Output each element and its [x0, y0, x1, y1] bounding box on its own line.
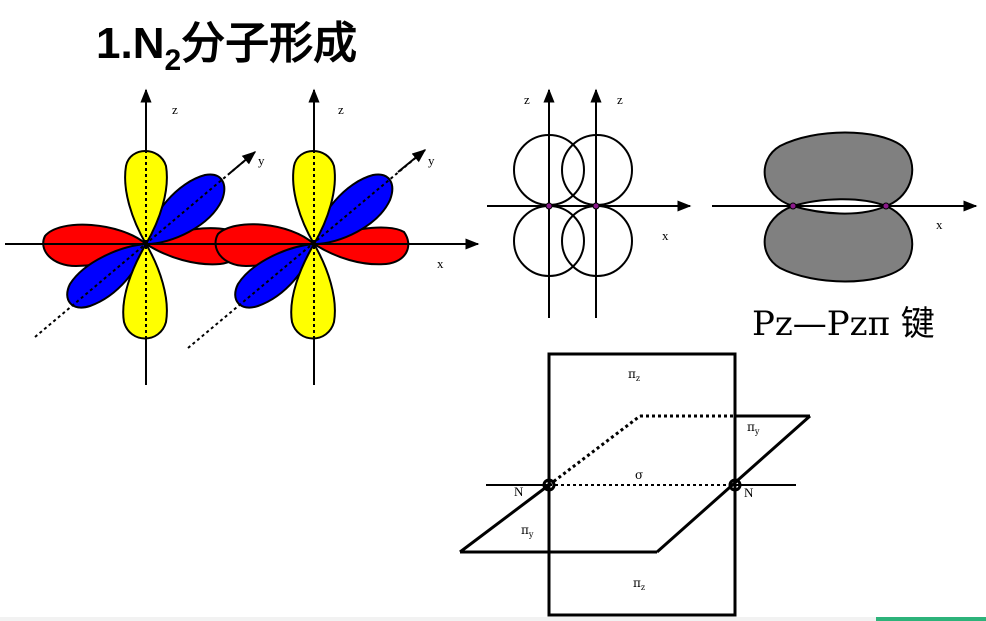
- n-atom-left: [542, 478, 556, 492]
- footer-divider: [0, 617, 986, 621]
- atom-1-y-axis-tip: [229, 151, 257, 174]
- n-label-left: N: [514, 484, 524, 499]
- pi-y-plane-left-edge-hidden: [548, 414, 641, 487]
- pz-overlap-diagram: z z x: [487, 88, 692, 318]
- pi-y-label-right: πy: [747, 420, 760, 436]
- pi-nucleus-left: [789, 202, 797, 210]
- overlap-z-label-left: z: [524, 92, 530, 107]
- pi-z-label-bottom: πz: [633, 576, 645, 592]
- atom-1-py-lobe-lower: [66, 242, 148, 309]
- pi-cloud-lower: [763, 204, 914, 283]
- atom-2-pz-lobe-lower: [290, 242, 336, 340]
- title-prefix: 1.N: [96, 19, 164, 68]
- overlap-z-label-right: z: [617, 92, 623, 107]
- atom-2-y-label: y: [428, 153, 435, 168]
- atom-2-orbitals: z y: [187, 88, 435, 385]
- atom-1-y-label: y: [258, 153, 265, 168]
- pi-z-label-top: πz: [628, 367, 640, 383]
- n-atom-right: [728, 478, 742, 492]
- pi-cloud-x-label: x: [936, 217, 943, 232]
- title-suffix: 分子形成: [181, 19, 357, 68]
- n-label-right: N: [744, 485, 754, 500]
- pi-bond-caption: Pz—Pzπ 键: [752, 304, 935, 344]
- pi-bond-cloud-diagram: x Pz—Pzπ 键: [712, 131, 978, 344]
- pi-cloud-upper: [763, 131, 914, 208]
- nucleus-left: [545, 202, 553, 210]
- pi-nucleus-right: [882, 202, 890, 210]
- atom-1-pz-lobe-lower: [122, 242, 168, 340]
- bond-plane-diagram: N N σ πz πz πy πy: [459, 352, 811, 617]
- atom-2-z-label: z: [338, 102, 344, 117]
- atom-1-z-label: z: [172, 102, 178, 117]
- sigma-label: σ: [635, 468, 643, 482]
- pi-y-label-left: πy: [521, 523, 534, 539]
- atom-2-y-axis-tip: [397, 149, 427, 173]
- p-orbital-diagram: z y z y x: [5, 88, 480, 385]
- overlap-x-label: x: [662, 228, 669, 243]
- orbital-x-label: x: [437, 256, 444, 271]
- title-subscript: 2: [164, 44, 181, 77]
- pi-y-plane-right-edge: [656, 414, 811, 554]
- footer-accent-bar: [876, 617, 986, 621]
- page-title: 1.N2分子形成: [96, 19, 357, 77]
- nucleus-right: [592, 202, 600, 210]
- pi-y-plane-left-edge: [459, 483, 550, 554]
